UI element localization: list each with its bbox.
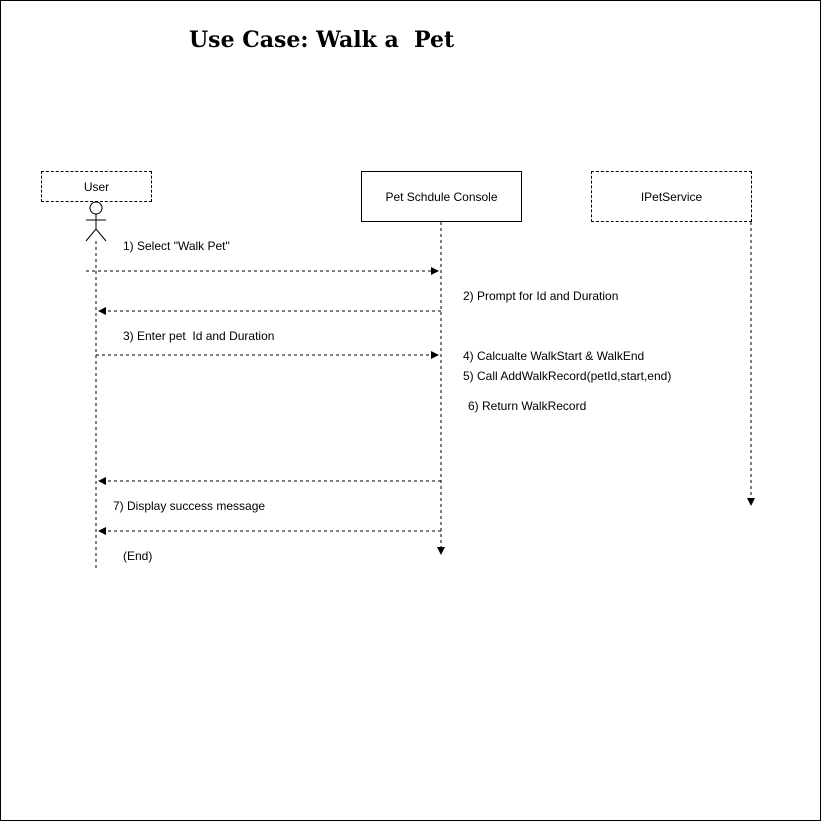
participant-service: IPetService [591, 171, 752, 222]
message-label-1: 1) Select "Walk Pet" [123, 239, 230, 253]
end-label: (End) [123, 549, 153, 563]
message-label-3: 3) Enter pet Id and Duration [123, 329, 275, 343]
message-label-5: 5) Call AddWalkRecord(petId,start,end) [463, 369, 672, 383]
message-label-7: 7) Display success message [113, 499, 266, 513]
actor-icon [85, 201, 107, 242]
message-label-4: 4) Calcualte WalkStart & WalkEnd [463, 349, 645, 363]
diagram-title: Use Case: Walk a Pet [189, 27, 455, 53]
participant-user: User [41, 171, 152, 202]
message-label-6: 6) Return WalkRecord [468, 399, 587, 413]
participant-console: Pet Schdule Console [361, 171, 522, 222]
message-label-2: 2) Prompt for Id and Duration [463, 289, 619, 303]
